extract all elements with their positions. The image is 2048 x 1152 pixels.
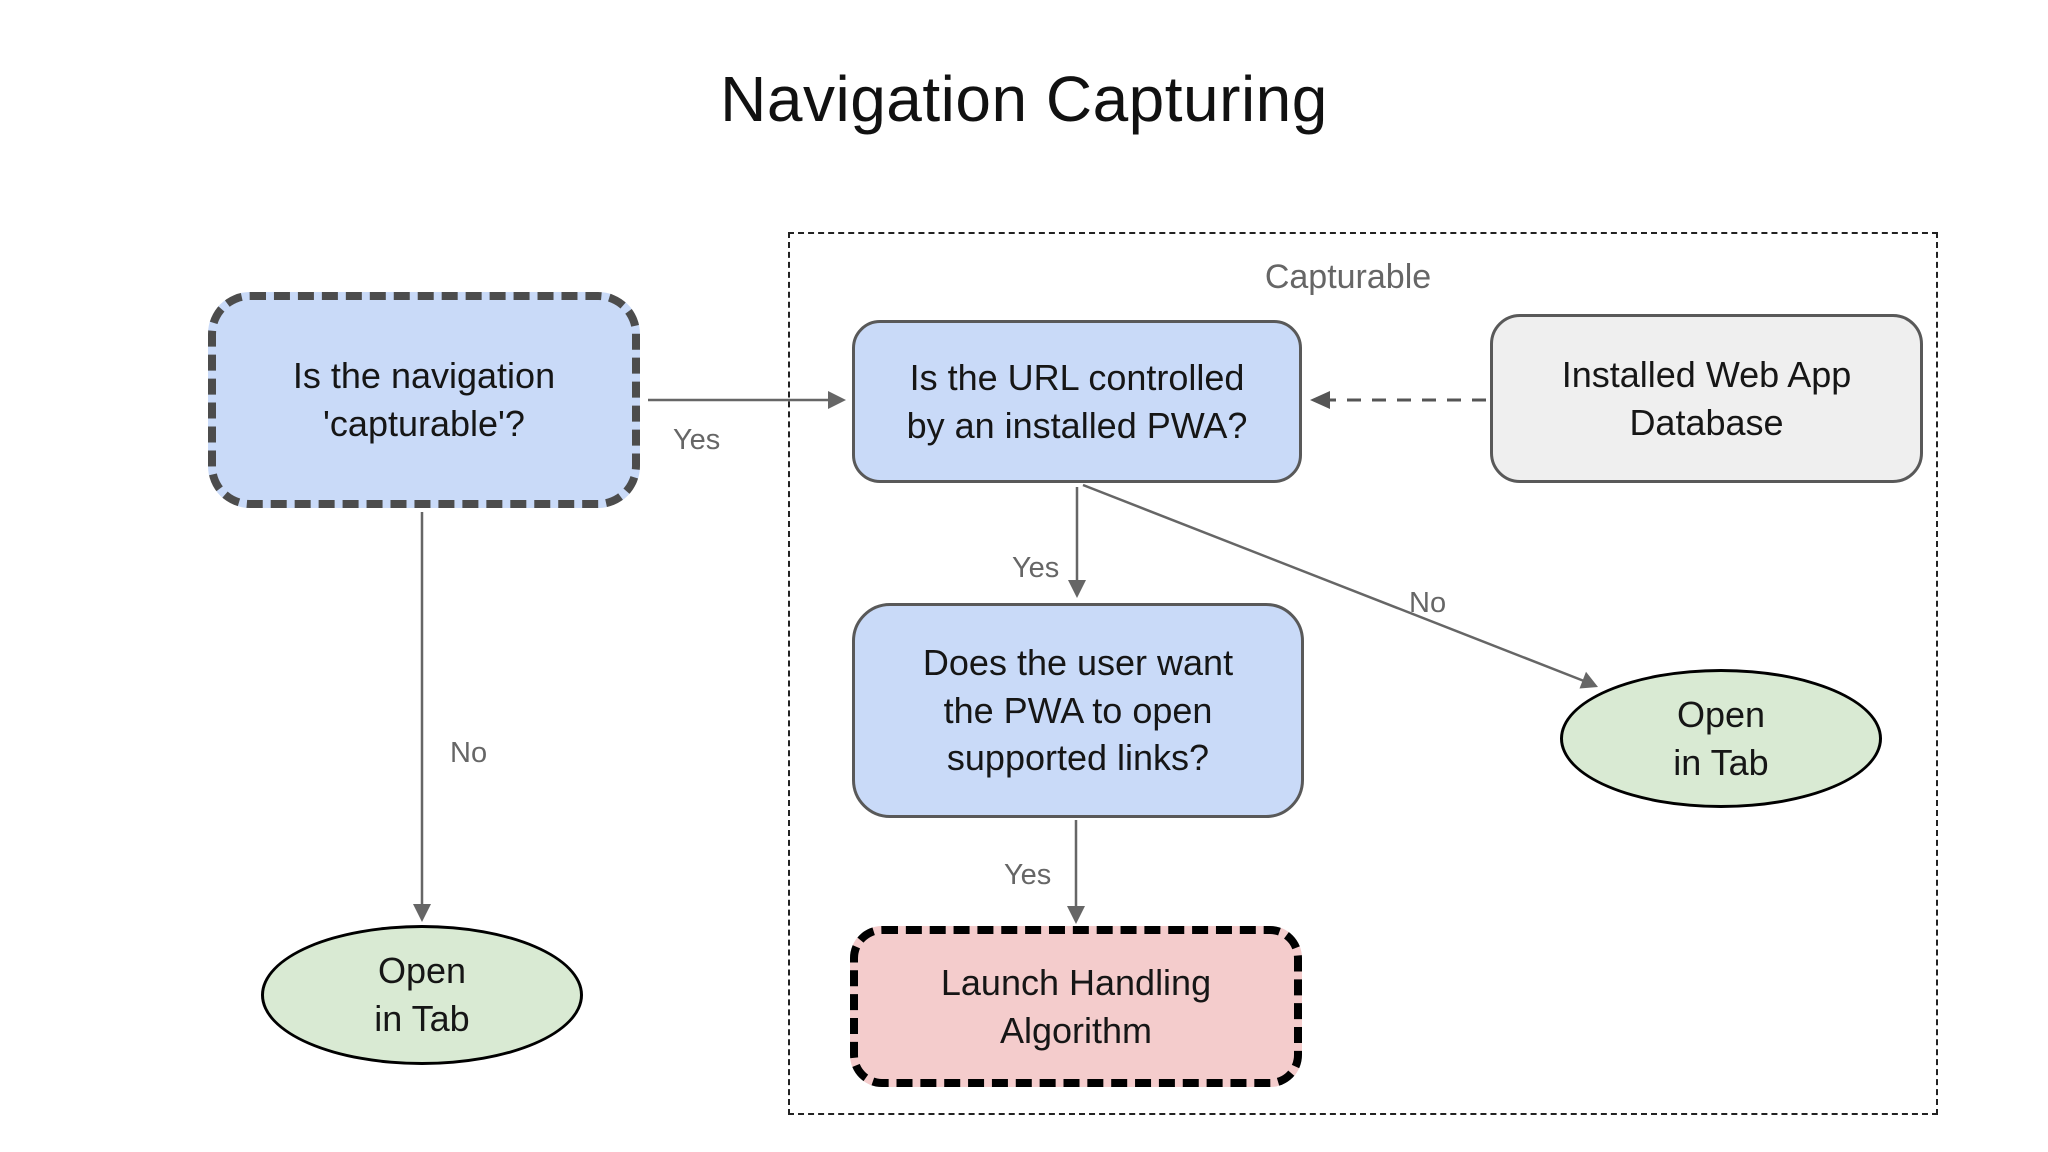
node-launch-handling-algorithm: Launch Handling Algorithm: [850, 926, 1302, 1087]
node-text-line: by an installed PWA?: [906, 404, 1248, 446]
node-text-line: Is the URL controlled: [909, 356, 1245, 398]
edge-label-links-yes: Yes: [1004, 859, 1052, 891]
edge-label-capturable-no: No: [450, 737, 488, 769]
node-text-line: 'capturable'?: [323, 403, 525, 444]
node-open-in-tab-right: Open in Tab: [1560, 669, 1882, 808]
node-text-line: the PWA to open: [943, 689, 1213, 731]
capturable-group-box: [788, 232, 1938, 1115]
node-text-line: Installed Web App: [1561, 353, 1852, 395]
node-text-line: Is the navigation: [292, 355, 556, 397]
node-url-question: Is the URL controlled by an installed PW…: [852, 320, 1302, 483]
edge-label-url-no: No: [1409, 587, 1447, 619]
node-text-line: in Tab: [374, 998, 470, 1039]
node-installed-web-app-database: Installed Web App Database: [1490, 314, 1923, 483]
edge-label-capturable-yes: Yes: [673, 424, 721, 456]
node-user-want-question: Does the user want the PWA to open suppo…: [852, 603, 1304, 818]
node-text-line: Open: [377, 950, 467, 992]
arrowhead-capturable-no: [413, 904, 431, 922]
node-text-line: Database: [1629, 401, 1784, 443]
node-open-in-tab-left: Open in Tab: [261, 925, 583, 1065]
node-text-line: supported links?: [946, 737, 1210, 779]
edge-label-url-yes: Yes: [1012, 552, 1060, 584]
node-text-line: Algorithm: [999, 1009, 1153, 1051]
node-text-line: Open: [1676, 693, 1766, 735]
capturable-group-label: Capturable: [1264, 258, 1432, 296]
node-text-line: in Tab: [1673, 741, 1769, 783]
node-capturable-question: Is the navigation 'capturable'?: [208, 292, 640, 508]
page-title: Navigation Capturing: [720, 63, 1328, 135]
node-text-line: Does the user want: [922, 642, 1234, 684]
node-text-line: Launch Handling: [940, 961, 1212, 1003]
